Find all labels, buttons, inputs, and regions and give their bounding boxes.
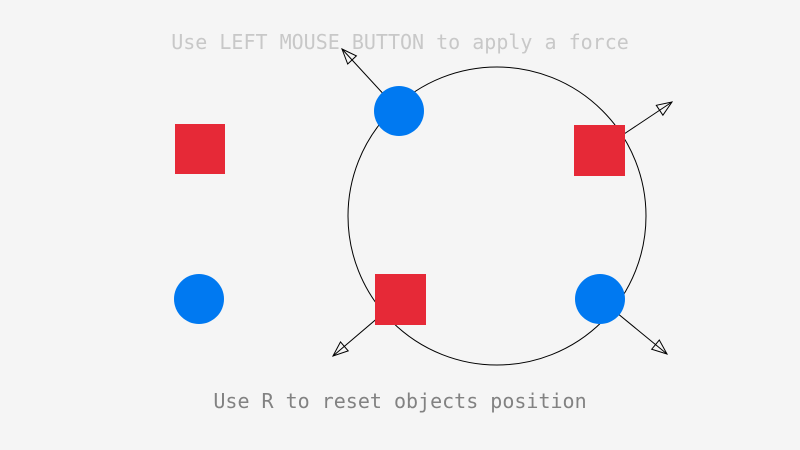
blue-ball-top-center[interactable] xyxy=(374,86,424,136)
boundary-circle-outline xyxy=(347,66,647,366)
force-arrow-down-left-head xyxy=(331,341,350,357)
red-box-center[interactable] xyxy=(375,274,426,325)
red-box-right[interactable] xyxy=(574,125,625,176)
red-box-top-left[interactable] xyxy=(175,124,225,174)
blue-ball-bottom-right[interactable] xyxy=(575,274,625,324)
instruction-reset: Use R to reset objects position xyxy=(213,389,587,413)
blue-ball-left[interactable] xyxy=(174,274,224,324)
force-arrow-down-right-head xyxy=(650,339,669,355)
force-arrow-up-left-head xyxy=(341,48,358,65)
force-arrow-up-right-head xyxy=(655,101,674,117)
instruction-apply-force: Use LEFT MOUSE BUTTON to apply a force xyxy=(171,30,629,54)
